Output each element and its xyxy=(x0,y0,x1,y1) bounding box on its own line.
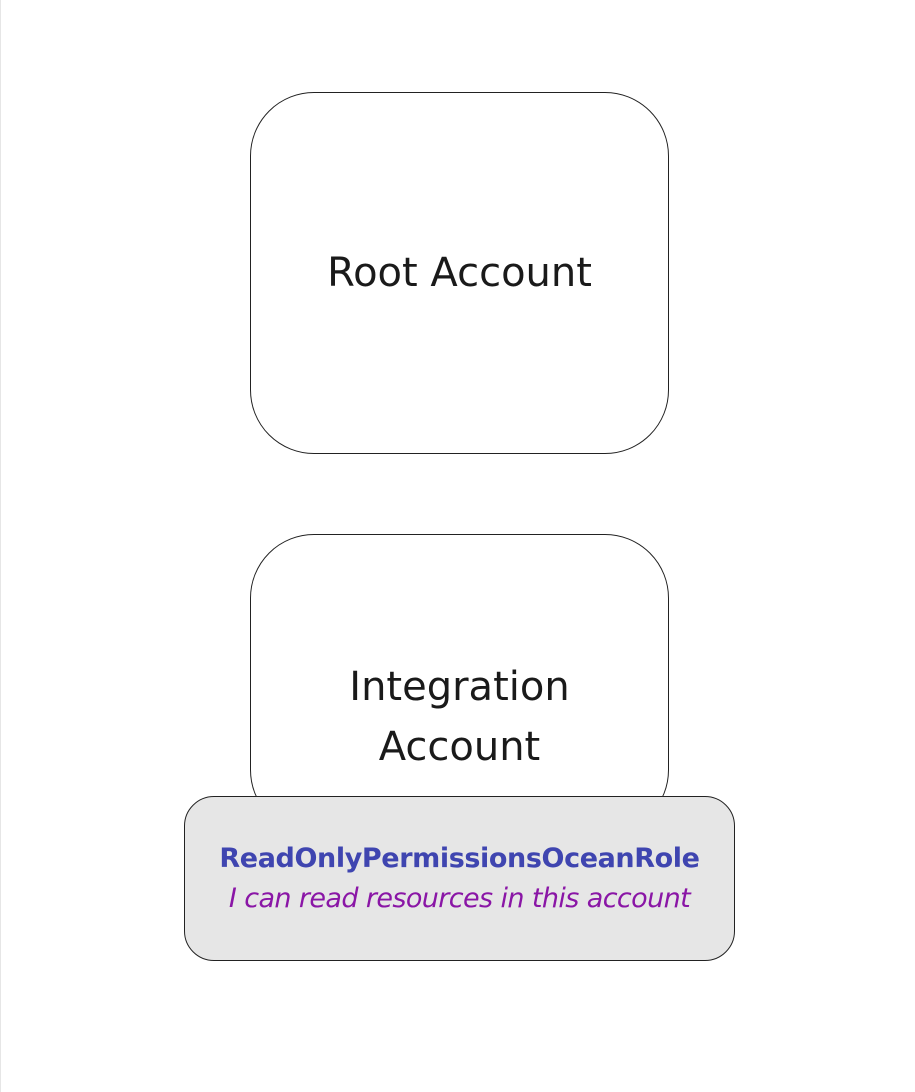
role-name: ReadOnlyPermissionsOceanRole xyxy=(219,842,700,874)
root-account-label: Root Account xyxy=(327,250,592,296)
root-account-box: Root Account xyxy=(250,92,669,454)
integration-account-label-line2: Account xyxy=(378,724,541,770)
integration-account-box: Integration Account xyxy=(250,534,669,834)
canvas-left-edge xyxy=(0,0,1,1092)
role-description: I can read resources in this account xyxy=(228,882,691,914)
integration-account-label: Integration Account xyxy=(251,657,668,777)
integration-account-label-line1: Integration xyxy=(349,664,570,710)
role-box: ReadOnlyPermissionsOceanRole I can read … xyxy=(184,796,735,961)
